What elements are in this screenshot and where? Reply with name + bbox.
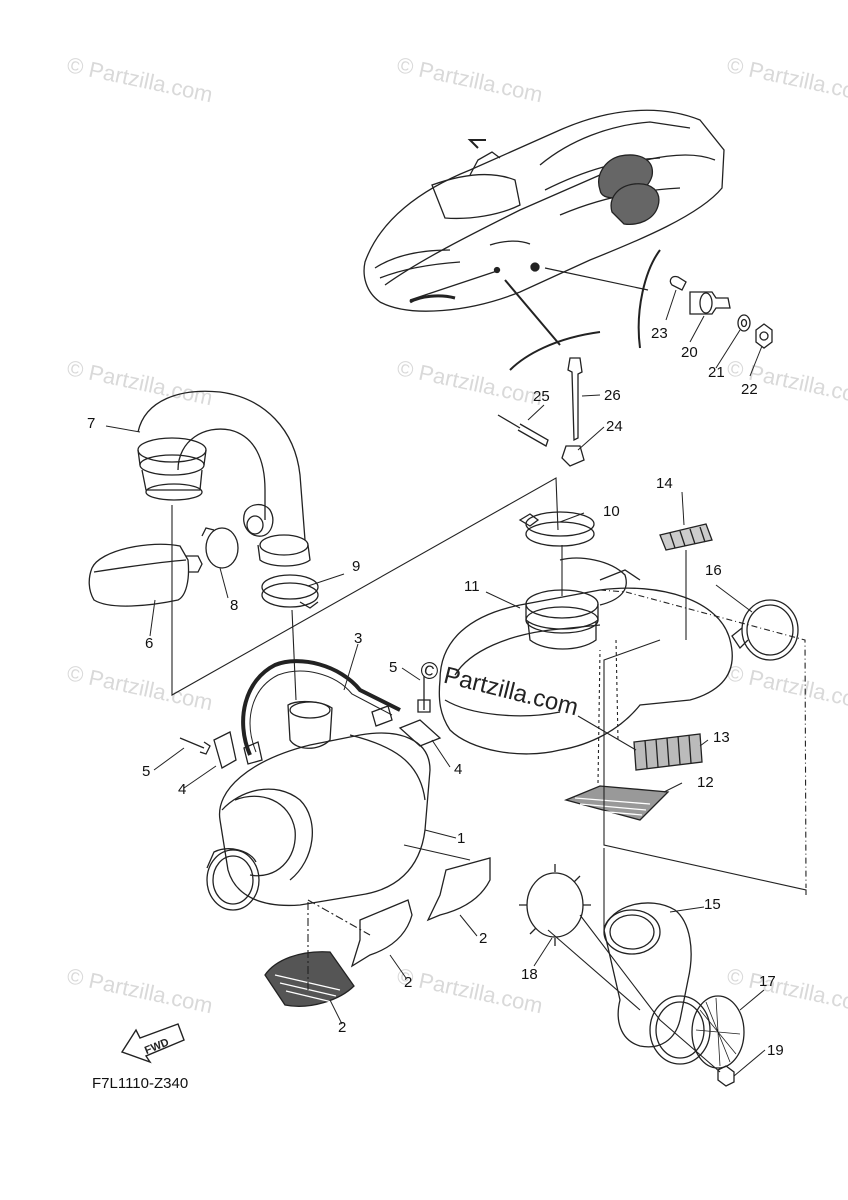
air-box-1 [206, 700, 431, 911]
diagram-code: F7L1110-Z340 [92, 1075, 189, 1092]
callout-9: 9 [352, 558, 361, 575]
drain-fitting-parts [497, 275, 773, 467]
filter-element-13 [633, 733, 703, 771]
filter-sheet-2 [264, 857, 491, 1007]
nut-19 [717, 1065, 735, 1087]
hose-band-16 [731, 599, 799, 661]
callout-5: 5 [389, 659, 398, 676]
callout-23: 23 [651, 325, 668, 342]
callout-20: 20 [681, 344, 698, 361]
leader-lines [504, 249, 661, 371]
hose-band-9 [261, 574, 319, 609]
callout-25: 25 [533, 388, 550, 405]
callout-10: 10 [603, 503, 620, 520]
callout-13: 13 [713, 729, 730, 746]
hose-clamp-8 [201, 527, 239, 569]
assembly-lines [171, 477, 807, 1073]
callout-7: 7 [87, 415, 96, 432]
callout-24: 24 [606, 418, 623, 435]
callout-17: 17 [759, 973, 776, 990]
callout-2: 2 [479, 930, 488, 947]
callout-22: 22 [741, 381, 758, 398]
fwd-arrow-icon: FWD [120, 1023, 185, 1064]
intake-cover-6 [88, 543, 203, 607]
callout-19: 19 [767, 1042, 784, 1059]
callout-15: 15 [704, 896, 721, 913]
callout-4: 4 [178, 781, 187, 798]
callout-16: 16 [705, 562, 722, 579]
callout-2: 2 [338, 1019, 347, 1036]
callout-5: 5 [142, 763, 151, 780]
callout-26: 26 [604, 387, 621, 404]
callout-leaders [105, 289, 766, 1077]
callout-6: 6 [145, 635, 154, 652]
callout-2: 2 [404, 974, 413, 991]
resonator-tank-11 [438, 557, 733, 755]
duct-15 [603, 902, 711, 1065]
intake-duct-7 [137, 390, 311, 567]
filter-element-12 [563, 785, 670, 821]
callout-4: 4 [454, 761, 463, 778]
callout-21: 21 [708, 364, 725, 381]
callout-14: 14 [656, 475, 673, 492]
callout-11: 11 [464, 578, 480, 595]
ring-18 [519, 864, 591, 946]
strap-3 [241, 659, 401, 765]
callout-1: 1 [457, 830, 466, 847]
callout-3: 3 [354, 630, 363, 647]
gasket-17 [691, 995, 745, 1069]
callout-8: 8 [230, 597, 239, 614]
bracket-4 [213, 719, 442, 769]
callout-18: 18 [521, 966, 538, 983]
screw-5 [179, 676, 431, 755]
watercraft-illustration [363, 109, 725, 312]
filter-element-14 [659, 523, 713, 551]
callout-12: 12 [697, 774, 714, 791]
